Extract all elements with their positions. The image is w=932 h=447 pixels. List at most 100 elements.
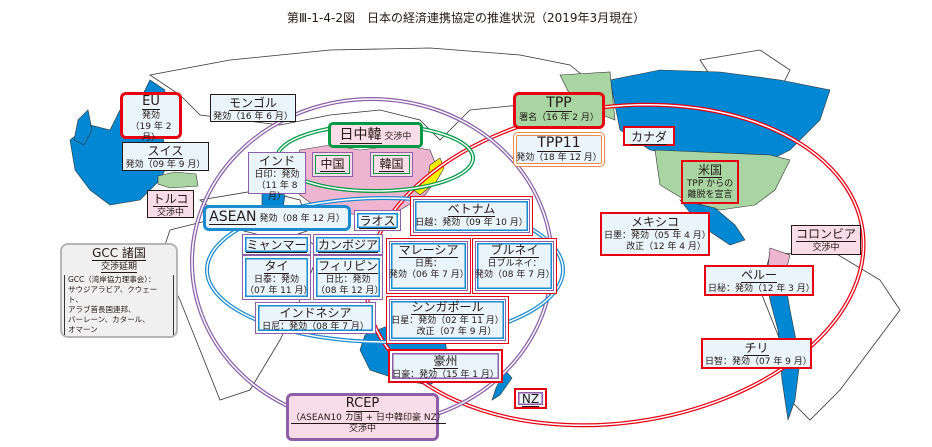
cjk-status: 交渉中	[384, 132, 412, 142]
gcc-members-l5: オマーン	[68, 325, 98, 334]
singapore-status: 日星：発効（02 年 11 月）	[391, 316, 504, 326]
tpp-box: TPP 署名（16 年 2 月）	[513, 92, 605, 129]
thailand-status: 日泰：発効	[253, 275, 299, 285]
singapore-revision: 改正（07 年 9 月）	[416, 327, 497, 337]
rcep-status: 交渉中	[348, 424, 376, 434]
colombia-name: コロンビア	[795, 227, 856, 242]
laos-box: ラオス	[354, 210, 401, 231]
chile-box: チリ 日智：発効（07 年 9 月）	[701, 338, 812, 369]
malaysia-name: マレーシア	[398, 243, 459, 258]
india-name: インド	[258, 154, 295, 169]
thailand-box: タイ 日泰：発効 （07 年 11 月）	[242, 255, 313, 300]
cjk-name: 日中韓	[339, 127, 382, 144]
singapore-box: シンガポール 日星：発効（02 年 11 月） 改正（07 年 9 月）	[386, 296, 509, 344]
mexico-status: 日墨：発効（05 年 4 月）	[604, 231, 711, 241]
china-name: 中国	[320, 157, 345, 172]
malaysia-box: マレーシア 日馬： 発効（06 年 7 月）	[386, 238, 471, 294]
indonesia-name: インドネシア	[279, 306, 352, 321]
gcc-members: GCC（湾岸協力理事会）： サウジアラビア、クウェート、 アラブ首長国連邦、 バ…	[64, 275, 174, 335]
cjk-box: 日中韓 交渉中	[328, 122, 423, 148]
asean-ring-inner	[206, 197, 564, 343]
india-box: インド 日印：発効 （11 年 8 月）	[248, 152, 306, 202]
australia-name: 豪州	[433, 354, 458, 369]
turkey-status: 交渉中	[156, 208, 184, 218]
indonesia-status: 日尼：発効（08 年 7 月）	[262, 322, 369, 332]
turkey-box: トルコ 交渉中	[147, 190, 194, 218]
uk-eu	[73, 109, 93, 146]
mexico-box: メキシコ 日墨：発効（05 年 4 月） 改正（12 年 4 月）	[600, 212, 711, 256]
mongolia-name: モンゴル	[228, 96, 277, 111]
philippines-date: （08 年 12 月）	[316, 286, 384, 296]
nz-name: NZ	[521, 392, 540, 407]
canada-box: カナダ	[623, 126, 675, 146]
india-status: 日印：発効	[254, 170, 300, 180]
cambodia-box: カンボジア	[313, 234, 383, 255]
canada-land	[609, 69, 831, 161]
tpp11-box: TPP11 発効（18 年 12 月）	[513, 132, 605, 167]
brunei-date: 発効（08 年 7 月）	[475, 270, 555, 280]
rcep-box: RCEP （ASEAN10 カ国 + 日中韓印豪 NZ） 交渉中	[286, 393, 446, 441]
gcc-members-l3: アラブ首長国連邦、	[68, 305, 136, 314]
colombia-box: コロンビア 交渉中	[791, 225, 861, 255]
gcc-members-l4: バーレーン、カタール、	[68, 315, 150, 324]
tpp-status: 署名（16 年 2 月）	[519, 113, 599, 123]
brunei-box: ブルネイ 日ブルネイ： 発効（08 年 7 月）	[472, 238, 557, 294]
asean-box: ASEAN 発効（08 年 12 月）	[203, 205, 351, 231]
chile-status: 日智：発効（07 年 9 月）	[705, 357, 812, 367]
gcc-members-l1: GCC（湾岸協力理事会）：	[68, 275, 156, 284]
rcep-name: RCEP	[345, 396, 380, 412]
nz-land	[491, 369, 513, 401]
turkey-land	[157, 171, 199, 189]
colombia-status: 交渉中	[812, 243, 840, 253]
swiss-status: 発効（09 年 9 月）	[125, 160, 206, 170]
usa-box: 米国 TPP からの 離脱を宣言	[681, 160, 739, 204]
korea-box: 韓国	[370, 152, 413, 177]
peru-status: 日秘：発効（12 年 3 月）	[708, 284, 815, 294]
tpp-name: TPP	[546, 95, 572, 112]
usa-status-l1: TPP からの	[686, 179, 734, 189]
korea-name: 韓国	[379, 157, 404, 172]
mexico-name: メキシコ	[630, 215, 679, 230]
usa-status-l2: 離脱を宣言	[687, 190, 733, 200]
brunei-status: 日ブルネイ：	[487, 259, 542, 269]
nz-box: NZ	[514, 388, 547, 409]
eu-status: 発効	[141, 111, 160, 121]
philippines-status: 日比：発効	[325, 275, 371, 285]
australia-status: 日豪：発効（15 年 1 月）	[392, 370, 499, 380]
gcc-status: 交渉延期	[100, 262, 137, 273]
myanmar-name: ミャンマー	[246, 238, 307, 253]
figure-title: 第Ⅲ-1-4-2図 日本の経済連携協定の推進状況（2019年3月現在）	[286, 11, 646, 25]
turkey-name: トルコ	[152, 192, 189, 207]
philippines-box: フィリピン 日比：発効 （08 年 12 月）	[313, 255, 384, 300]
mongolia-box: モンゴル 発効（16 年 6 月）	[210, 94, 296, 122]
cambodia-name: カンボジア	[317, 238, 378, 253]
asean-name: ASEAN	[209, 209, 257, 225]
gcc-box: GCC 諸国 交渉延期 GCC（湾岸協力理事会）： サウジアラビア、クウェート、…	[60, 243, 178, 338]
brunei-name: ブルネイ	[490, 243, 539, 258]
gcc-name: GCC 諸国	[92, 246, 146, 261]
swiss-box: スイス 発効（09 年 9 月）	[122, 142, 209, 171]
asean-status: 発効（08 年 12 月）	[259, 214, 345, 224]
mexico-revision: 改正（12 年 4 月）	[626, 242, 706, 252]
canada-name: カナダ	[630, 130, 667, 145]
eu-box: EU 発効 （19 年 2 月）	[120, 92, 182, 143]
peru-box: ペルー 日秘：発効（12 年 3 月）	[704, 265, 815, 296]
indonesia-box: インドネシア 日尼：発効（08 年 7 月）	[255, 302, 376, 334]
mongolia-status: 発効（16 年 6 月）	[213, 112, 293, 122]
tpp11-status: 発効（18 年 12 月）	[516, 153, 602, 163]
myanmar-box: ミャンマー	[242, 234, 311, 255]
singapore-name: シンガポール	[411, 300, 484, 315]
eu-name: EU	[142, 94, 160, 110]
india-date: （11 年 8 月）	[256, 181, 298, 202]
thailand-date: （07 年 11 月）	[245, 286, 313, 296]
chile-name: チリ	[744, 341, 769, 356]
laos-name: ラオス	[359, 214, 396, 229]
tpp11-name: TPP11	[537, 135, 581, 152]
thailand-name: タイ	[264, 259, 289, 274]
peru-name: ペルー	[740, 268, 777, 283]
swiss-name: スイス	[147, 144, 184, 159]
vietnam-status: 日越：発効（09 年 10 月）	[415, 218, 528, 228]
china-box: 中国	[312, 152, 353, 177]
vietnam-box: ベトナム 日越：発効（09 年 10 月）	[410, 196, 533, 236]
rcep-members: （ASEAN10 カ国 + 日中韓印豪 NZ）	[291, 413, 446, 424]
